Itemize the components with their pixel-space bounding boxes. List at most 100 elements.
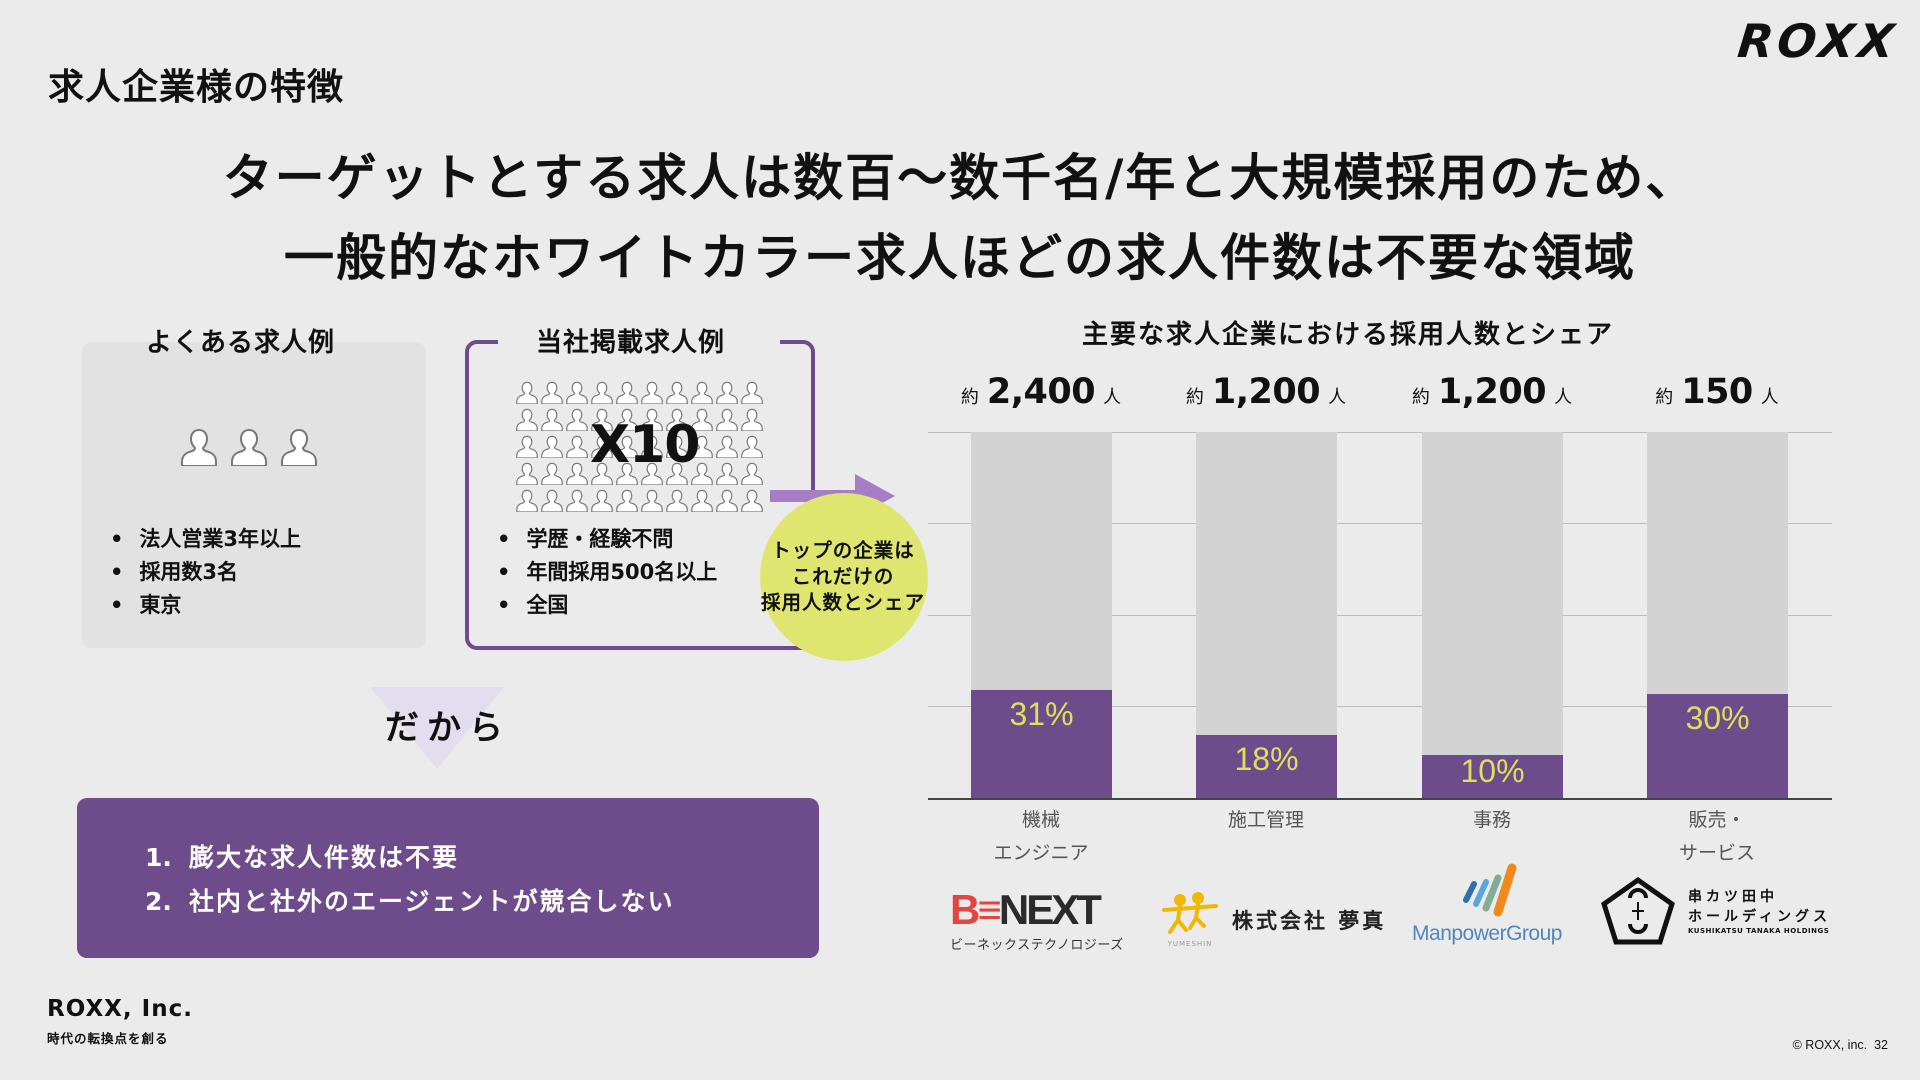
person-outline-icon	[565, 434, 589, 459]
person-outline-icon	[740, 461, 764, 486]
person-outline-icon	[665, 488, 689, 513]
kushikatsu-tanaka-logo: 串カツ田中 ホールディングス KUSHIKATSU TANAKA HOLDING…	[1600, 876, 1831, 946]
our-job-title: 当社掲載求人例	[536, 328, 726, 358]
bar-share-label: 30%	[1685, 699, 1750, 736]
typical-job-title: よくある求人例	[146, 328, 336, 358]
person-outline-icon	[640, 434, 664, 459]
person-outline-icon	[615, 461, 639, 486]
company-tagline: 時代の転換点を創る	[47, 1031, 169, 1046]
multiplier-label: X10	[590, 415, 700, 475]
bar-share-label: 31%	[1009, 696, 1074, 733]
person-outline-icon	[690, 434, 714, 459]
bar-share-label: 18%	[1234, 741, 1299, 778]
section-title: 求人企業様の特徴	[48, 67, 345, 108]
person-outline-icon	[540, 461, 564, 486]
conclusion-box: 1.膨大な求人件数は不要 2.社内と社外のエージェントが競合しない	[77, 798, 819, 958]
chart-title: 主要な求人企業における採用人数とシェア	[1082, 320, 1615, 350]
person-outline-icon	[740, 434, 764, 459]
person-outline-icon	[615, 380, 639, 405]
person-outline-icon	[665, 461, 689, 486]
person-outline-icon	[640, 380, 664, 405]
gridline	[928, 706, 1832, 707]
person-outline-icon	[540, 407, 564, 432]
category-label: 事務	[1472, 809, 1511, 831]
bar-share	[1196, 735, 1337, 798]
person-outline-icon	[640, 488, 664, 513]
manpowergroup-logo: ManpowerGroup	[1402, 860, 1572, 946]
person-outline-icon	[540, 380, 564, 405]
person-outline-icon	[615, 434, 639, 459]
category-label: 機械 エンジニア	[993, 809, 1089, 864]
bar-column: 31%	[971, 432, 1112, 798]
person-outline-icon	[615, 407, 639, 432]
bar-share	[971, 690, 1112, 798]
person-outline-icon	[715, 488, 739, 513]
bar-column: 10%	[1422, 432, 1563, 798]
callout-text: トップの企業は これだけの 採用人数とシェア	[740, 538, 946, 616]
category-label: 施工管理	[1227, 809, 1304, 831]
person-outline-icon	[690, 488, 714, 513]
gridline	[928, 523, 1832, 524]
yumeshin-logo: YUMESHIN 株式会社 夢真	[1160, 892, 1386, 948]
our-people-icons-grid	[515, 380, 765, 515]
typical-job-bullets: 法人営業3年以上 採用数3名 東京	[110, 523, 301, 622]
bullet-item: 学歴・経験不問	[497, 523, 717, 556]
page-number: 32	[1874, 1038, 1888, 1052]
card-title-mask	[498, 325, 780, 355]
gridline	[928, 432, 1832, 433]
bar-remainder	[1422, 432, 1563, 798]
person-outline-icon	[615, 488, 639, 513]
conclusion-item: 2.社内と社外のエージェントが競合しない	[145, 887, 675, 916]
bar-share	[1422, 755, 1563, 798]
person-outline-icon	[690, 380, 714, 405]
person-outline-icon	[278, 426, 320, 467]
person-outline-icon	[690, 407, 714, 432]
our-job-bullets: 学歴・経験不問 年間採用500名以上 全国	[497, 523, 717, 622]
manpower-stripes-icon	[1463, 863, 1517, 917]
down-triangle-icon	[370, 687, 504, 769]
transition-label: だから	[385, 708, 511, 748]
person-outline-icon	[715, 461, 739, 486]
headline-line-1: ターゲットとする求人は数百〜数千名/年と大規模採用のため、	[222, 149, 1698, 207]
person-outline-icon	[178, 426, 220, 467]
typical-people-icons	[178, 426, 320, 467]
person-outline-icon	[515, 407, 539, 432]
person-outline-icon	[590, 407, 614, 432]
person-outline-icon	[590, 488, 614, 513]
yumeshin-figures-icon: YUMESHIN	[1160, 892, 1220, 948]
stacked-bar-chart: 31% 18% 10% 30%	[928, 432, 1832, 800]
person-outline-icon	[515, 488, 539, 513]
person-outline-icon	[640, 407, 664, 432]
x-axis	[928, 798, 1832, 800]
person-outline-icon	[740, 407, 764, 432]
person-outline-icon	[590, 461, 614, 486]
person-outline-icon	[228, 426, 270, 467]
person-outline-icon	[565, 488, 589, 513]
bullet-item: 東京	[110, 589, 301, 622]
person-outline-icon	[665, 434, 689, 459]
roxx-logo: ROXX	[1735, 14, 1901, 68]
gridline	[928, 615, 1832, 616]
bullet-item: 年間採用500名以上	[497, 556, 717, 589]
kushikatsu-pentagon-icon	[1601, 876, 1675, 945]
bullet-item: 全国	[497, 589, 717, 622]
bar-share	[1647, 693, 1788, 798]
bar-share-label: 10%	[1460, 753, 1525, 790]
headline-line-2: 一般的なホワイトカラー求人ほどの求人件数は不要な領域	[284, 229, 1636, 287]
callout-line: トップの企業は	[771, 539, 915, 562]
person-outline-icon	[715, 407, 739, 432]
person-outline-icon	[565, 407, 589, 432]
person-outline-icon	[540, 434, 564, 459]
person-outline-icon	[590, 380, 614, 405]
conclusion-list: 1.膨大な求人件数は不要 2.社内と社外のエージェントが競合しない	[145, 836, 819, 924]
person-outline-icon	[715, 380, 739, 405]
person-outline-icon	[590, 434, 614, 459]
person-outline-icon	[740, 380, 764, 405]
person-outline-icon	[665, 380, 689, 405]
category-label: 販売・ サービス	[1678, 809, 1755, 864]
person-outline-icon	[515, 434, 539, 459]
headline: ターゲットとする求人は数百〜数千名/年と大規模採用のため、 一般的なホワイトカラ…	[0, 138, 1920, 298]
